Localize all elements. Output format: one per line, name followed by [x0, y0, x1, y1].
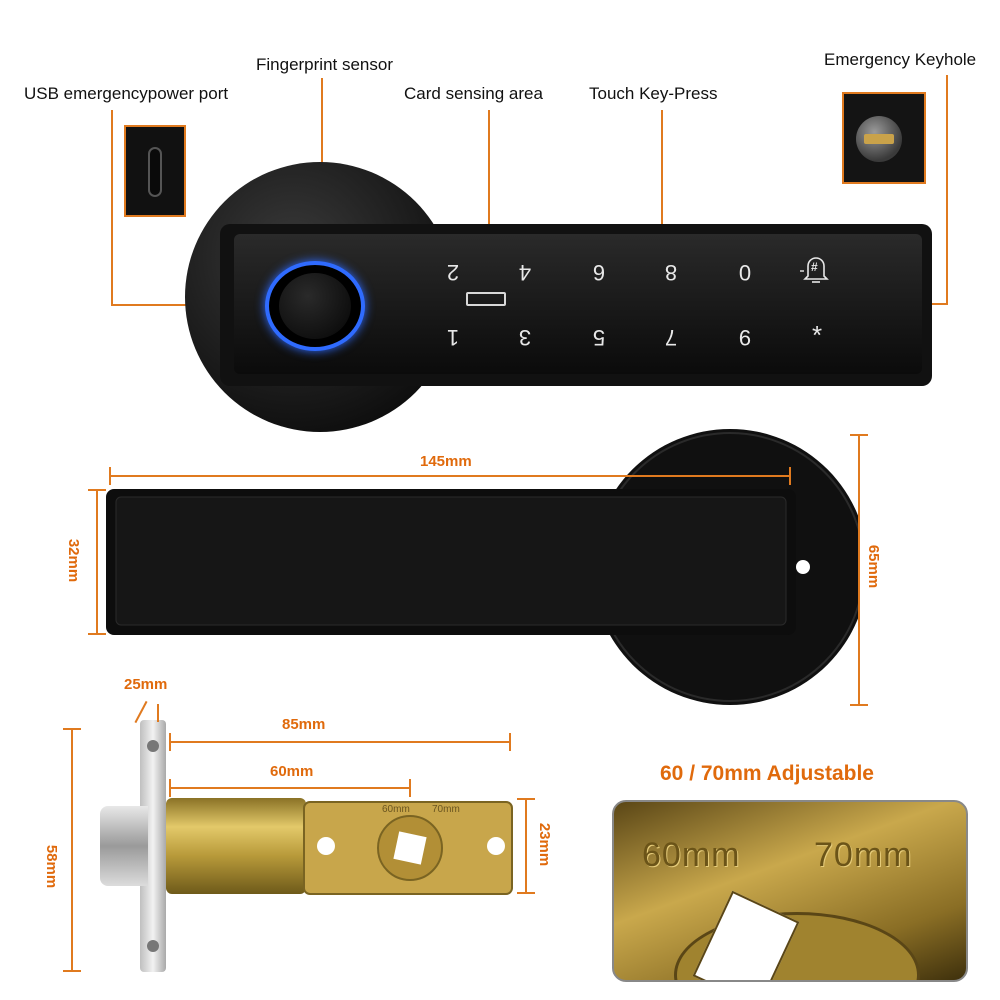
latch-bolt	[100, 806, 148, 886]
bell-hash-icon	[800, 257, 829, 283]
dim-60: 60mm	[270, 763, 314, 780]
key-8[interactable]: 8	[664, 260, 678, 285]
dim-65-line	[858, 434, 860, 706]
touch-keys-label: Touch Key-Press	[589, 84, 718, 103]
key-6[interactable]: 6	[592, 260, 606, 285]
fingerprint-pad	[279, 273, 351, 339]
usb-port-label: USB emergencypower port	[24, 84, 229, 103]
key-2[interactable]: 2	[446, 260, 460, 285]
keyhole-label: Emergency Keyhole	[824, 50, 977, 69]
handle-panel	[234, 234, 922, 374]
latch-faceplate	[140, 720, 166, 972]
dim-58-line	[71, 728, 73, 972]
key-4[interactable]: 4	[518, 260, 532, 285]
zoom-60mm: 60mm	[642, 836, 741, 874]
key-5[interactable]: 5	[592, 325, 606, 350]
dim-25: 25mm	[124, 676, 168, 693]
keyhole-cylinder-icon	[856, 116, 902, 162]
latch-stamp-60: 60mm	[382, 804, 410, 815]
card-sensing-area[interactable]	[466, 292, 506, 306]
latch-cylinder	[166, 798, 306, 894]
usb-port-inset	[124, 125, 186, 217]
dim-32-line	[96, 489, 98, 635]
key-star[interactable]: *	[811, 320, 823, 350]
key-7[interactable]: 7	[664, 325, 678, 350]
card-area-label: Card sensing area	[404, 84, 543, 103]
dim-23: 23mm	[536, 822, 554, 867]
dim-32: 32mm	[65, 538, 83, 583]
dim-58: 58mm	[43, 844, 61, 889]
keyhole-inset	[842, 92, 926, 184]
adjustable-title: 60 / 70mm Adjustable	[660, 762, 874, 785]
doorbell-key[interactable]: #	[798, 252, 834, 286]
dim-65: 65mm	[865, 544, 883, 589]
latch-housing: 60mm 70mm	[303, 801, 513, 895]
fingerprint-label: Fingerprint sensor	[256, 55, 394, 74]
key-9[interactable]: 9	[738, 325, 752, 350]
dim-145-line	[110, 475, 790, 477]
latch-stamp-70: 70mm	[432, 804, 460, 815]
dim-145: 145mm	[420, 453, 472, 470]
zoom-70mm: 70mm	[814, 836, 913, 874]
touch-leader-line	[661, 110, 663, 260]
dim-85-line	[170, 741, 510, 743]
key-1[interactable]: 1	[446, 325, 460, 350]
usb-leader-line	[111, 110, 113, 306]
card-leader-line	[488, 110, 490, 296]
lock-front-view	[185, 162, 932, 432]
usb-leader-line-h	[111, 304, 219, 306]
hash-symbol: #	[811, 260, 818, 274]
handle-side-view	[106, 429, 860, 705]
dim-23-line	[525, 798, 527, 894]
dim-85: 85mm	[282, 716, 326, 733]
handle-set-screw	[796, 560, 810, 574]
key-3[interactable]: 3	[518, 325, 532, 350]
keyhole-leader-line-h	[930, 303, 948, 305]
usb-c-port-icon	[148, 147, 162, 197]
dim-60-line	[170, 787, 410, 789]
fingerprint-sensor[interactable]	[265, 261, 365, 351]
keyhole-leader-line	[946, 75, 948, 305]
adjustable-zoom-inset: 60mm 70mm	[612, 800, 968, 982]
key-0[interactable]: 0	[738, 260, 752, 285]
